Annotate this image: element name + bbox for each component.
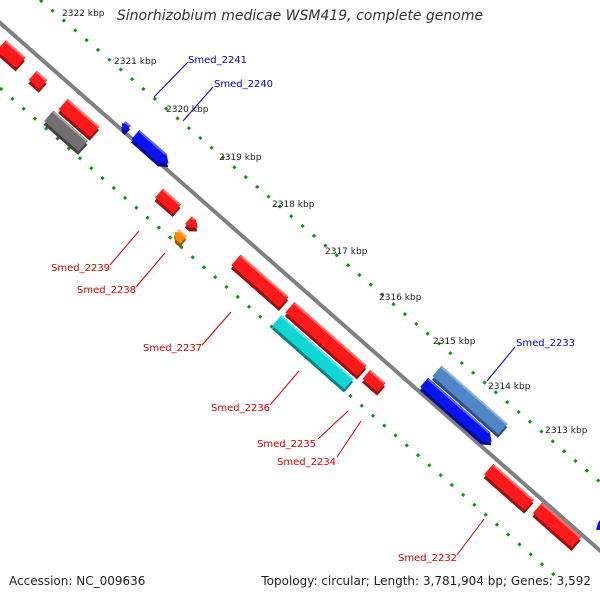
leader-line — [336, 420, 362, 458]
scale-tick-label: 2318 kbp — [272, 200, 315, 210]
gene-feature-smed-2241 — [131, 129, 169, 168]
gene-feature-highlight — [492, 464, 534, 501]
gene-feature-body — [28, 70, 48, 90]
gene-feature-body — [131, 129, 169, 164]
reverse-gene-label: Smed_2235 — [257, 439, 316, 450]
reverse-gene-label: Smed_2237 — [143, 343, 202, 354]
reverse-gene-label: Smed_2239 — [51, 263, 110, 274]
leader-line — [153, 61, 189, 98]
gene-feature-highlight — [427, 378, 490, 434]
gene-feature-body — [0, 40, 26, 68]
accession-text: Accession: NC_009636 — [9, 574, 146, 588]
gene-feature-smed-2237 — [230, 254, 289, 311]
leader-line — [317, 410, 349, 440]
leader-line — [109, 230, 140, 266]
scale-tick-label: 2314 kbp — [488, 382, 531, 392]
gene-feature-smed-2234 — [362, 369, 386, 396]
gene-feature-body — [231, 254, 289, 308]
reverse-gene-label: Smed_2238 — [77, 285, 136, 296]
label-leader-lines — [109, 61, 516, 556]
gene-feature-body — [44, 110, 88, 152]
gene-feature-unlabeled-7 — [43, 110, 88, 156]
labels: 2322 kbp 2321 kbp 2320 kbp 2319 kbp 2318 kbp… — [51, 9, 588, 564]
gene-feature-highlight — [191, 216, 195, 221]
leader-line — [201, 311, 232, 346]
scale-tick-label: 2315 kbp — [433, 337, 476, 347]
gene-feature-smed-2232 — [483, 463, 534, 514]
gene-feature-smed-2236 — [271, 315, 354, 393]
gene-feature-highlight — [36, 71, 47, 81]
scale-tick-label: 2322 kbp — [62, 9, 105, 19]
scale-tick-label: 2316 kbp — [379, 293, 422, 303]
gene-feature-body — [285, 302, 367, 376]
gene-feature-unlabeled-8 — [154, 188, 181, 218]
gene-feature-body — [272, 315, 354, 389]
gene-feature-smed-2240 — [121, 121, 131, 136]
gene-feature-body — [58, 98, 100, 138]
gene-feature-highlight — [67, 99, 99, 128]
gene-feature-body — [484, 463, 534, 511]
reverse-gene-label: Smed_2234 — [277, 457, 336, 468]
gene-feature-highlight — [240, 255, 288, 298]
tick-dot-line — [39, 0, 600, 484]
gene-feature-smed-2233 — [431, 365, 508, 438]
tick-dot-lines — [0, 0, 600, 582]
gene-feature-unlabeled-6 — [58, 98, 100, 141]
scale-tick-label: 2319 kbp — [219, 153, 262, 163]
scale-tick-label: 2320 kbp — [166, 105, 209, 115]
leader-line — [456, 518, 485, 556]
gene-feature-body — [155, 188, 181, 214]
scale-tick-label: 2313 kbp — [545, 426, 588, 436]
gene-feature-unlabeled-16 — [532, 502, 582, 552]
gene-feature-unlabeled-4 — [0, 40, 26, 72]
reverse-gene-label: Smed_2236 — [211, 403, 270, 414]
gene-feature-highlight — [138, 130, 167, 156]
gene-feature-body — [432, 365, 508, 435]
leader-line — [486, 346, 516, 382]
genome-backbone — [0, 20, 600, 554]
gene-feature-highlight — [52, 111, 88, 142]
gene-feature-unlabeled-3 — [419, 377, 492, 446]
gene-feature-highlight — [441, 366, 507, 425]
gene-feature-highlight — [162, 189, 181, 206]
gene-feature-smed-2238 — [174, 228, 187, 248]
gene-feature-body — [532, 502, 582, 548]
gene-feature-smed-2239 — [184, 216, 198, 232]
gene-feature-unlabeled-5 — [28, 70, 48, 93]
gene-feature-highlight — [5, 40, 25, 59]
gene-feature-highlight — [281, 315, 353, 380]
gene-feature-edge-fragment — [596, 520, 600, 530]
gene-feature-highlight — [294, 302, 366, 367]
topology-summary-text: Topology: circular; Length: 3,781,904 bp… — [261, 574, 591, 588]
scale-tick-label: 2317 kbp — [325, 247, 368, 257]
forward-gene-label: Smed_2241 — [188, 55, 247, 66]
gene-feature-highlight — [124, 121, 130, 127]
gene-feature-highlight — [541, 503, 581, 538]
forward-gene-label: Smed_2240 — [214, 79, 273, 90]
gene-feature-highlight — [369, 370, 385, 384]
forward-gene-label: Smed_2233 — [516, 338, 575, 349]
gene-features — [0, 40, 600, 552]
scale-tick-label: 2321 kbp — [114, 57, 157, 67]
reverse-gene-label: Smed_2232 — [398, 553, 457, 564]
leader-line — [182, 86, 214, 122]
leader-line — [135, 252, 166, 288]
gene-feature-body — [420, 377, 492, 442]
gene-feature-body — [362, 369, 386, 393]
gene-feature-smed-2235 — [284, 302, 367, 380]
leader-line — [269, 370, 300, 406]
map-title: Sinorhizobium medicae WSM419, complete g… — [116, 8, 484, 24]
gene-feature-highlight — [177, 228, 187, 238]
